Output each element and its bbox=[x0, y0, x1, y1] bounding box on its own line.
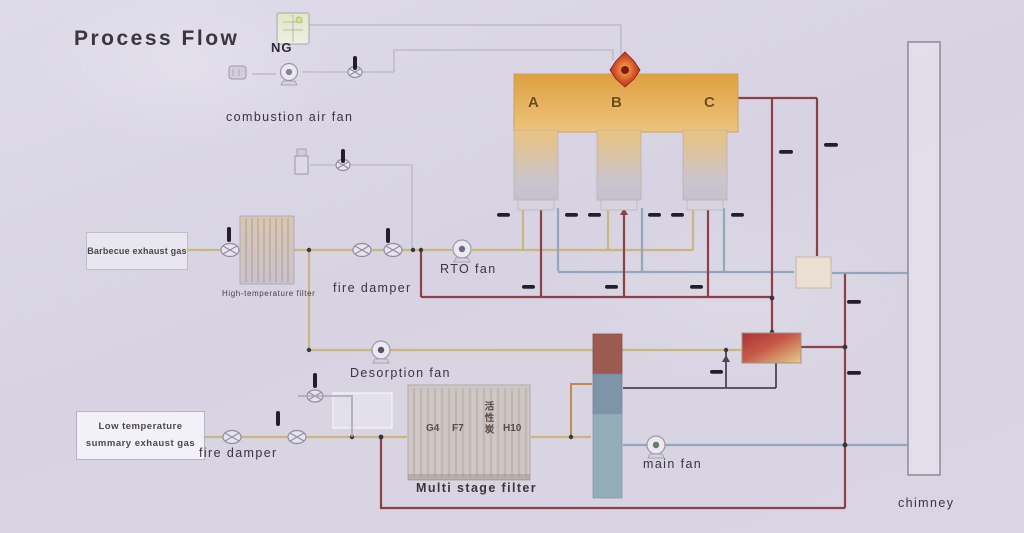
filter-stage-g4-label: G4 bbox=[426, 423, 440, 434]
barbecue-exhaust-label: Barbecue exhaust gas bbox=[87, 246, 187, 256]
flow-arrow-up bbox=[620, 208, 628, 215]
high-temperature-filter-label: High-temperature filter bbox=[222, 289, 316, 298]
multi-stage-filter-label: Multi stage filter bbox=[416, 481, 538, 495]
multi-stage-filter-box bbox=[407, 384, 531, 481]
filter-stage-f7-label: F7 bbox=[452, 423, 464, 434]
adsorption-tower bbox=[592, 333, 623, 499]
air-intake-icon bbox=[228, 65, 247, 80]
hot-gas-ducts bbox=[379, 96, 847, 510]
fire-damper-upper-label: fire damper bbox=[333, 281, 412, 295]
damper-actuators bbox=[227, 56, 390, 426]
low-temp-label-line2: summary exhaust gas bbox=[85, 437, 196, 449]
low-temp-exhaust-source: Low temperature summary exhaust gas bbox=[76, 411, 205, 460]
rto-fan-icon bbox=[452, 239, 472, 263]
pipe-junctions bbox=[306, 247, 848, 448]
damper-symbols bbox=[220, 65, 403, 445]
rto-fan-label: RTO fan bbox=[440, 262, 497, 276]
combustion-air-fan-icon bbox=[279, 62, 299, 86]
fire-damper-lower-label: fire damper bbox=[199, 446, 278, 460]
makeup-air-line bbox=[298, 395, 353, 437]
valve-ticks bbox=[497, 143, 861, 375]
clean-gas-ducts bbox=[556, 208, 907, 447]
combustion-air-fan-label: combustion air fan bbox=[226, 110, 354, 124]
burner-flame-icon bbox=[609, 51, 641, 88]
fresh-air-inlet-icon bbox=[294, 148, 309, 175]
fresh-air-plenum-box bbox=[332, 392, 393, 429]
chimney-label: chimney bbox=[898, 496, 955, 510]
desorption-fan-label: Desorption fan bbox=[350, 366, 451, 380]
ng-label: NG bbox=[271, 40, 293, 55]
desorption-fan-icon bbox=[371, 340, 391, 364]
flow-arrow-up bbox=[722, 355, 730, 362]
high-temperature-filter-box bbox=[239, 215, 295, 285]
low-temp-label-line1: Low temperature bbox=[98, 421, 183, 433]
rto-chamber-b-label: B bbox=[611, 94, 622, 111]
rto-chamber-a-label: A bbox=[528, 94, 539, 111]
rto-chamber-c-label: C bbox=[704, 94, 715, 111]
desorption-return-duct bbox=[570, 383, 592, 437]
barbecue-exhaust-source: Barbecue exhaust gas bbox=[86, 232, 188, 270]
main-fan-icon bbox=[646, 435, 666, 459]
bypass-box bbox=[795, 256, 832, 289]
page-title: Process Flow bbox=[74, 27, 240, 50]
ng-supply-icon bbox=[276, 12, 310, 45]
filter-stage-carbon-label: 活性炭 bbox=[482, 401, 494, 436]
main-fan-label: main fan bbox=[643, 457, 703, 471]
heat-exchanger-box bbox=[741, 332, 802, 364]
chimney-stack bbox=[907, 41, 941, 476]
filter-stage-h10-label: H10 bbox=[503, 423, 522, 434]
